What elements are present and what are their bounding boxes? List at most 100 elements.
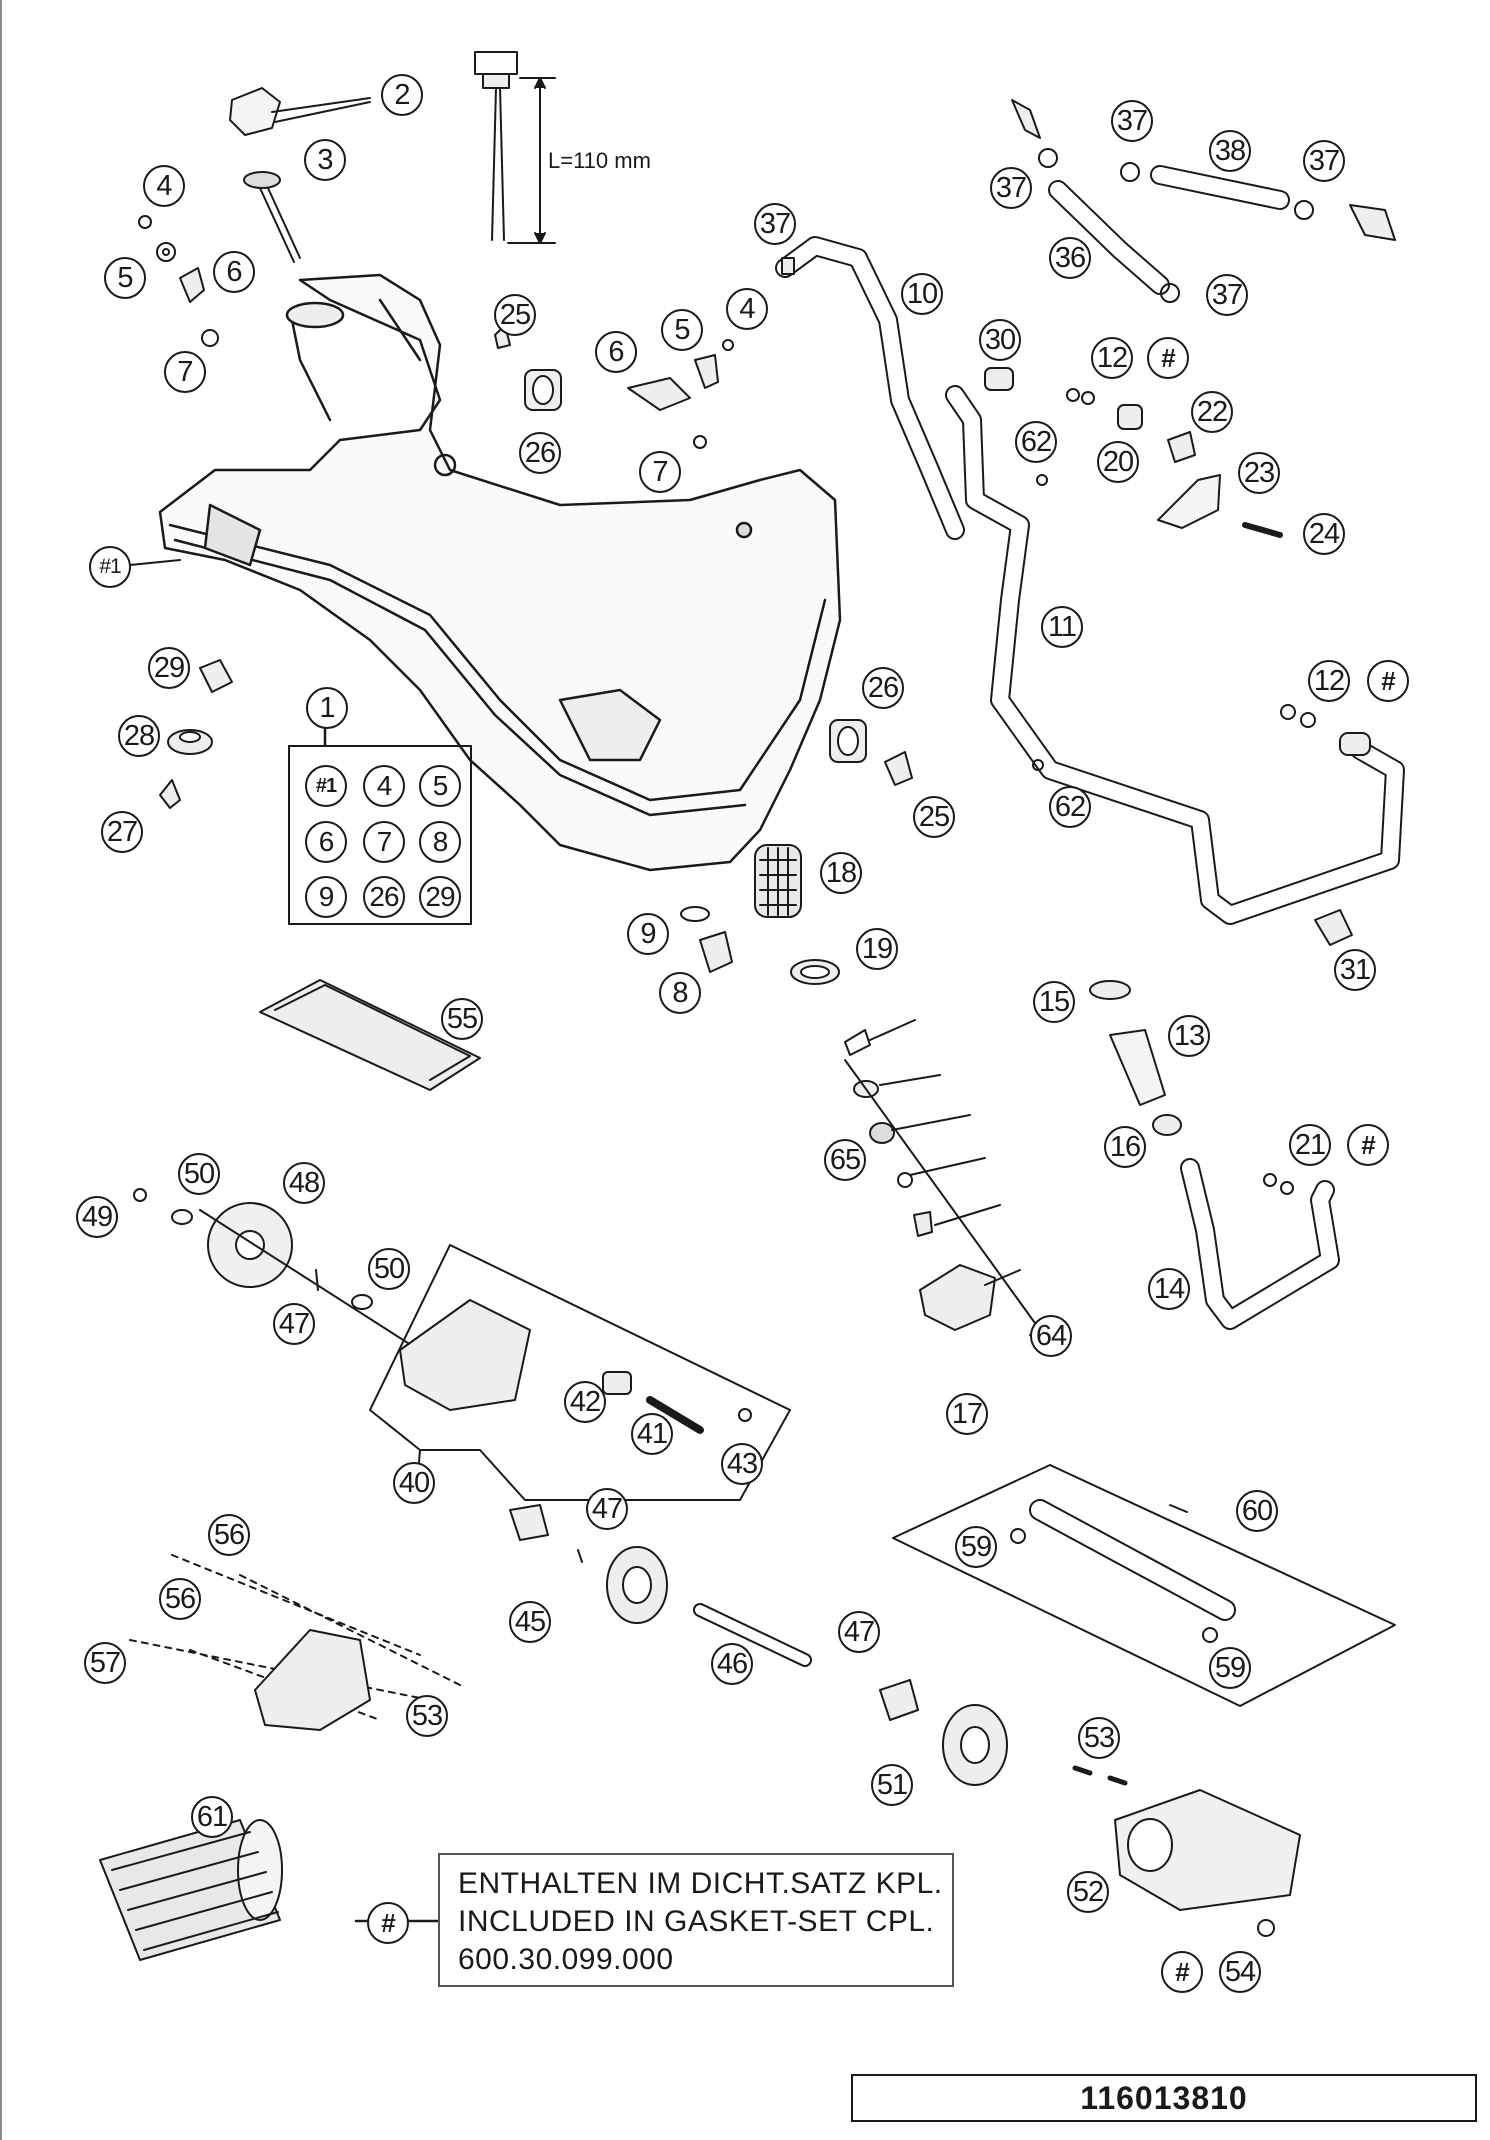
kit-item: #1 bbox=[305, 765, 347, 807]
callout: 28 bbox=[118, 715, 160, 757]
callout: 64 bbox=[1030, 1315, 1072, 1357]
callout: # bbox=[1161, 1951, 1203, 1993]
callout: 19 bbox=[856, 928, 898, 970]
callout: 37 bbox=[1206, 274, 1248, 316]
callout: 26 bbox=[519, 432, 561, 474]
callout: 31 bbox=[1334, 949, 1376, 991]
callout: 40 bbox=[393, 1462, 435, 1504]
callout: 50 bbox=[368, 1248, 410, 1290]
callout: # bbox=[1147, 337, 1189, 379]
callout: 55 bbox=[441, 998, 483, 1040]
callout: 49 bbox=[76, 1196, 118, 1238]
callout: 59 bbox=[1209, 1647, 1251, 1689]
callout: 50 bbox=[178, 1153, 220, 1195]
callout: 27 bbox=[101, 811, 143, 853]
callout: 45 bbox=[509, 1601, 551, 1643]
kit-item: 29 bbox=[419, 876, 461, 918]
callout: 37 bbox=[754, 203, 796, 245]
callout: 37 bbox=[990, 167, 1032, 209]
oil-tank-frame bbox=[158, 273, 842, 872]
callout: 43 bbox=[721, 1443, 763, 1485]
callout: 4 bbox=[726, 288, 768, 330]
callout: 36 bbox=[1049, 237, 1091, 279]
callout: 46 bbox=[711, 1643, 753, 1685]
callout: 30 bbox=[979, 319, 1021, 361]
callout: 47 bbox=[273, 1303, 315, 1345]
callout: 62 bbox=[1049, 786, 1091, 828]
callout: 8 bbox=[659, 972, 701, 1014]
callout: 25 bbox=[494, 294, 536, 336]
drawing-number: 116013810 bbox=[851, 2074, 1477, 2122]
callout: 7 bbox=[639, 451, 681, 493]
callout: 47 bbox=[586, 1488, 628, 1530]
note-line-de: ENTHALTEN IM DICHT.SATZ KPL. bbox=[458, 1867, 943, 1900]
callout: 26 bbox=[862, 667, 904, 709]
callout: 37 bbox=[1111, 100, 1153, 142]
callout: 24 bbox=[1303, 513, 1345, 555]
callout: 14 bbox=[1148, 1268, 1190, 1310]
callout: 29 bbox=[148, 647, 190, 689]
callout: 53 bbox=[406, 1695, 448, 1737]
callout: 2 bbox=[381, 74, 423, 116]
kit-item: 7 bbox=[363, 821, 405, 863]
filler-cap-drawing bbox=[229, 87, 371, 263]
callout: 21 bbox=[1289, 1124, 1331, 1166]
callout: 37 bbox=[1303, 140, 1345, 182]
callout: 6 bbox=[213, 251, 255, 293]
callout: 10 bbox=[901, 273, 943, 315]
callout: 53 bbox=[1078, 1717, 1120, 1759]
callout: 12 bbox=[1091, 337, 1133, 379]
callout: 5 bbox=[661, 309, 703, 351]
callout: 6 bbox=[595, 331, 637, 373]
callout: 42 bbox=[564, 1381, 606, 1423]
kit-item: 26 bbox=[363, 876, 405, 918]
callout: 20 bbox=[1097, 441, 1139, 483]
callout: 65 bbox=[824, 1139, 866, 1181]
callout: 16 bbox=[1104, 1126, 1146, 1168]
callout: 38 bbox=[1209, 130, 1251, 172]
kit-contents-box: #1 4 5 6 7 8 9 26 29 bbox=[288, 745, 472, 925]
callout: 5 bbox=[104, 257, 146, 299]
callout: 47 bbox=[838, 1611, 880, 1653]
callout: #1 bbox=[89, 546, 131, 588]
callout: 62 bbox=[1015, 421, 1057, 463]
note-line-partno: 600.30.099.000 bbox=[458, 1943, 674, 1976]
callout: # bbox=[1347, 1124, 1389, 1166]
callout: 23 bbox=[1238, 452, 1280, 494]
callout: 9 bbox=[627, 913, 669, 955]
callout: 56 bbox=[208, 1514, 250, 1556]
callout: 13 bbox=[1168, 1015, 1210, 1057]
callout: 18 bbox=[820, 852, 862, 894]
kit-item: 9 bbox=[305, 876, 347, 918]
kit-item: 5 bbox=[419, 765, 461, 807]
callout: 54 bbox=[1219, 1951, 1261, 1993]
callout: 25 bbox=[913, 796, 955, 838]
callout: # bbox=[1367, 660, 1409, 702]
dimension-label: L=110 mm bbox=[548, 148, 651, 173]
callout: 61 bbox=[191, 1796, 233, 1838]
callout: 3 bbox=[304, 139, 346, 181]
callout: 4 bbox=[143, 165, 185, 207]
callout: 11 bbox=[1041, 606, 1083, 648]
callout: 17 bbox=[946, 1393, 988, 1435]
callout: 57 bbox=[84, 1642, 126, 1684]
callout: 51 bbox=[871, 1764, 913, 1806]
gasket-set-note: ENTHALTEN IM DICHT.SATZ KPL. INCLUDED IN… bbox=[438, 1853, 954, 1987]
kit-item: 4 bbox=[363, 765, 405, 807]
callout: 41 bbox=[631, 1413, 673, 1455]
callout: 59 bbox=[955, 1526, 997, 1568]
callout-kit: 1 bbox=[306, 687, 348, 729]
callout: 48 bbox=[283, 1162, 325, 1204]
callout: 15 bbox=[1033, 981, 1075, 1023]
callout: 22 bbox=[1191, 391, 1233, 433]
callout: 7 bbox=[164, 351, 206, 393]
callout: 60 bbox=[1236, 1490, 1278, 1532]
callout: 52 bbox=[1067, 1871, 1109, 1913]
kit-item: 8 bbox=[419, 821, 461, 863]
note-line-en: INCLUDED IN GASKET-SET CPL. bbox=[458, 1905, 935, 1938]
note-symbol: # bbox=[367, 1902, 409, 1944]
kit-item: 6 bbox=[305, 821, 347, 863]
dipstick-drawing bbox=[474, 51, 556, 244]
callout: 12 bbox=[1308, 660, 1350, 702]
